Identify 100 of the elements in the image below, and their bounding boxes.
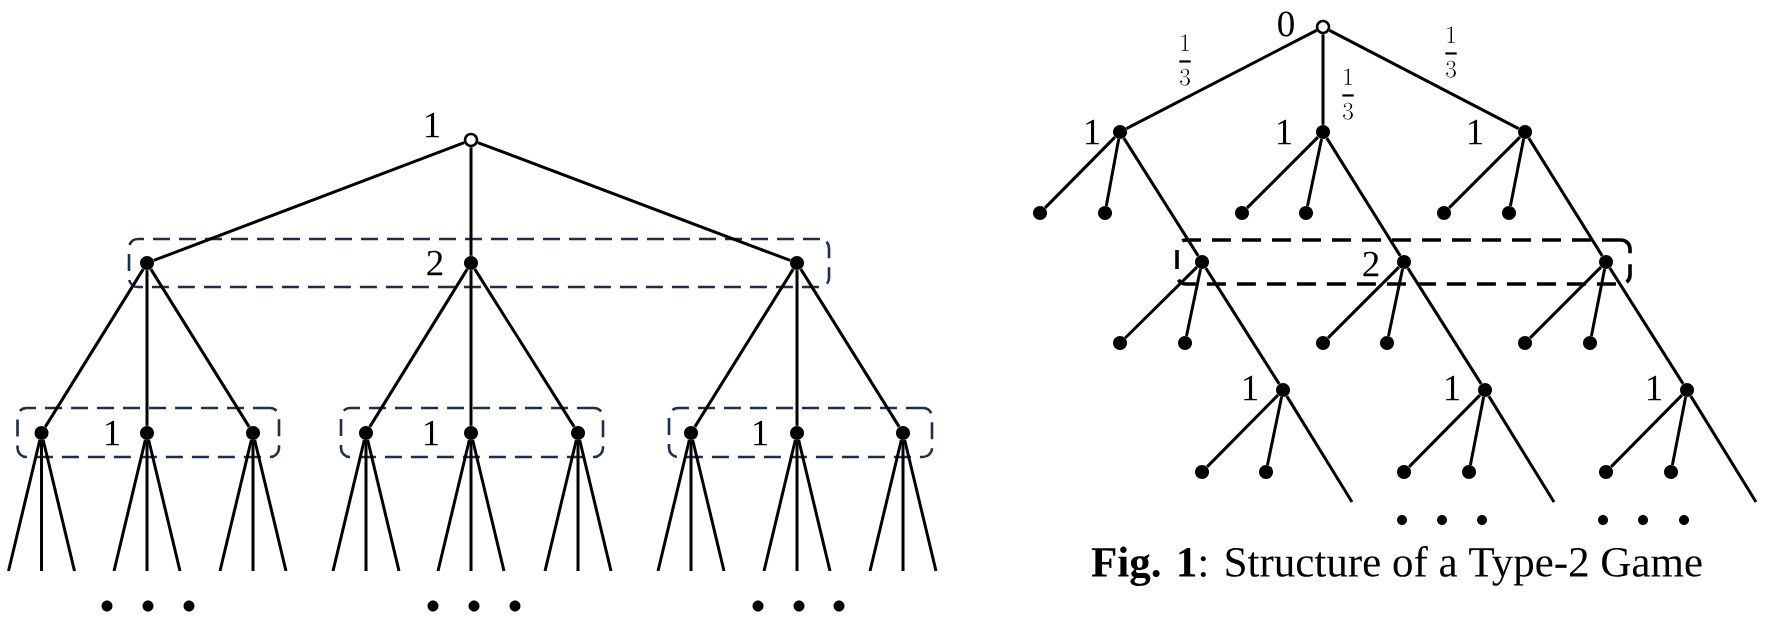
branch-line (1689, 395, 1758, 503)
node-dot (1235, 206, 1249, 220)
branch-line (795, 440, 799, 571)
branch-line (1448, 136, 1521, 209)
player-label: 1 (1469, 119, 1483, 145)
dashed-box: 1 (16, 406, 281, 459)
branch-line (145, 270, 149, 426)
branch-line (469, 440, 473, 571)
edge-label: $\frac{1}{3}$ (1177, 33, 1193, 87)
node-dot (1195, 255, 1209, 269)
node-dot (1599, 465, 1613, 479)
branch-line (469, 270, 473, 426)
branch-line (797, 439, 832, 572)
branch-line (1406, 267, 1483, 385)
branch-line (1246, 136, 1319, 209)
branch-line (7, 439, 42, 572)
branch-line (1387, 268, 1404, 337)
player-label: 1 (1278, 119, 1292, 145)
player-label: 1 (1086, 119, 1100, 145)
branch-line (253, 439, 288, 572)
node-dot (246, 426, 260, 440)
dashed-box: 1 (339, 406, 605, 459)
branch-line (1468, 396, 1486, 466)
branch-line (44, 268, 145, 428)
branch-line (436, 439, 471, 572)
branch-line (689, 440, 693, 571)
branch-line (145, 440, 149, 571)
player-label: 1 (1446, 375, 1460, 401)
branch-line (1204, 267, 1281, 385)
branch-line (469, 147, 473, 256)
node-dot (1113, 336, 1127, 350)
node-dot (1599, 255, 1613, 269)
node-dot (1518, 336, 1532, 350)
node-dot (140, 426, 154, 440)
branch-line (1185, 268, 1202, 337)
node-dot (464, 426, 478, 440)
branch-line (578, 439, 613, 572)
branch-line (1125, 29, 1318, 131)
edge-label: $\frac{1}{3}$ (1443, 25, 1459, 79)
branch-line (1285, 395, 1354, 503)
branch-line (368, 268, 469, 428)
node-dot (140, 256, 154, 270)
branch-line (1124, 266, 1198, 339)
branch-line (471, 439, 506, 572)
player-label: 1 (1648, 375, 1662, 401)
node-dot (1437, 206, 1451, 220)
node-dot (1098, 206, 1112, 220)
branch-line (901, 440, 905, 571)
node-dot (464, 256, 478, 270)
node-dot (1316, 336, 1330, 350)
player-label: 1 (1244, 375, 1258, 401)
branch-line (1508, 138, 1526, 207)
branch-line (903, 439, 938, 572)
branch-line (1104, 138, 1121, 207)
node-dot (359, 426, 373, 440)
branch-line (1408, 394, 1482, 468)
node-dot (1462, 465, 1476, 479)
branch-line (691, 439, 726, 572)
node-dot (571, 426, 585, 440)
branch-line (1610, 394, 1684, 468)
dashed-box: 2 (1175, 238, 1632, 286)
branch-line (366, 439, 401, 572)
node-dot (1299, 206, 1313, 220)
branch-line (1487, 395, 1556, 503)
branch-line (218, 439, 253, 572)
dashed-box: 1 (667, 406, 934, 459)
branch-line (762, 439, 797, 572)
node-dot (1397, 465, 1411, 479)
node-dot (34, 426, 49, 440)
branch-line (1327, 266, 1400, 339)
branch-line (147, 439, 182, 572)
branch-line (251, 440, 255, 571)
branch-line (1589, 268, 1607, 337)
branch-line (1044, 136, 1116, 209)
node-dot (1583, 336, 1597, 350)
player-label: 1 (426, 112, 440, 138)
branch-line (364, 440, 368, 571)
branch-line (473, 268, 576, 428)
branch-line (331, 439, 366, 572)
branch-line (1321, 34, 1325, 125)
node-dot (1380, 336, 1394, 350)
branch-line (1527, 137, 1604, 257)
branch-line (1325, 137, 1402, 257)
dashed-box: 2 (127, 237, 831, 289)
node-dot (684, 426, 698, 440)
branch-line (693, 268, 795, 428)
node-dot (1664, 465, 1678, 479)
branch-line (1122, 137, 1200, 257)
branch-line (795, 270, 799, 426)
node-dot (790, 256, 804, 270)
node-dot (1178, 336, 1192, 350)
node-dot (1502, 206, 1516, 220)
branch-line (543, 439, 578, 572)
node-dot (1259, 465, 1273, 479)
branch-line (41, 439, 76, 572)
branch-line (112, 439, 147, 572)
branch-line (1328, 29, 1520, 130)
branch-line (1670, 396, 1688, 466)
player-label: 0 (1278, 11, 1294, 37)
branch-line (149, 268, 251, 428)
